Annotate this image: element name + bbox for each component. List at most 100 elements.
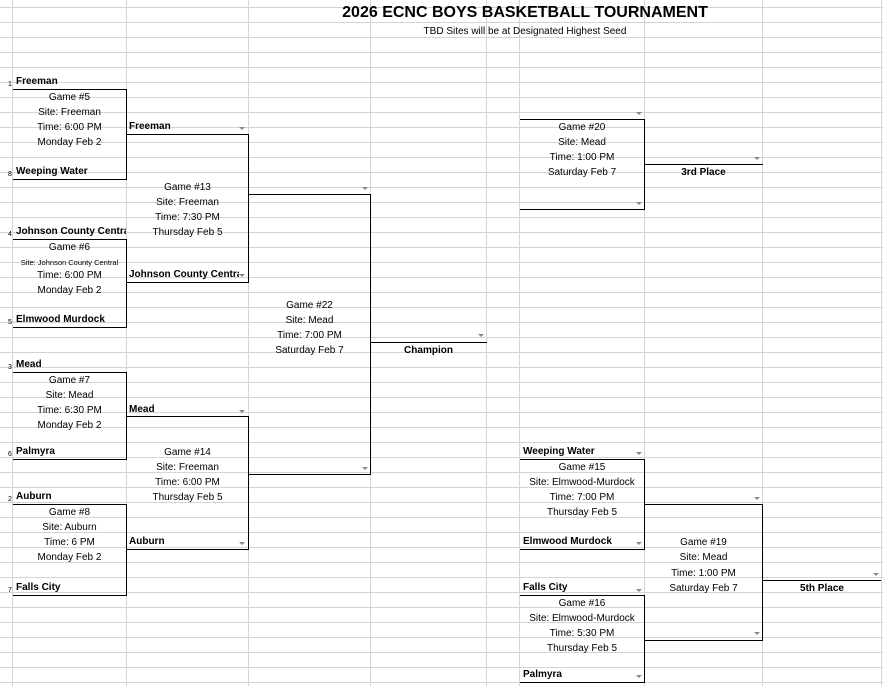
game-time: Time: 6:00 PM	[37, 122, 102, 133]
bracket-line	[520, 209, 645, 210]
game-site: Site: Freeman	[38, 107, 101, 118]
game-date: Thursday Feb 5	[152, 492, 223, 503]
seed-number: 2	[8, 496, 12, 503]
bracket-line	[13, 595, 127, 596]
winner-cell[interactable]: Mead	[129, 404, 155, 415]
dropdown-arrow-icon[interactable]	[636, 675, 642, 678]
winner-cell[interactable]: Auburn	[129, 536, 165, 547]
team-cell[interactable]: Weeping Water	[16, 166, 88, 177]
column-divider	[248, 0, 249, 686]
game-date: Saturday Feb 7	[275, 345, 344, 356]
dropdown-arrow-icon[interactable]	[239, 127, 245, 130]
seed-number: 5	[8, 319, 12, 326]
seed-number: 6	[8, 451, 12, 458]
bracket-line	[520, 459, 645, 460]
dropdown-arrow-icon[interactable]	[362, 187, 368, 190]
bracket-line	[248, 134, 249, 283]
game-date: Thursday Feb 5	[546, 507, 618, 518]
game-site: Site: Mead	[558, 137, 606, 148]
bracket-line	[520, 549, 645, 550]
game-date: Thursday Feb 5	[152, 227, 223, 238]
team-cell[interactable]: Johnson County Central	[16, 226, 126, 237]
dropdown-arrow-icon[interactable]	[636, 112, 642, 115]
dropdown-arrow-icon[interactable]	[873, 573, 879, 576]
game-time: Time: 6 PM	[44, 537, 95, 548]
bracket-line	[249, 194, 371, 195]
team-cell[interactable]: Falls City	[523, 582, 568, 593]
game-time: Time: 5:30 PM	[549, 628, 615, 639]
dropdown-arrow-icon[interactable]	[636, 589, 642, 592]
page-title: 2026 ECNC BOYS BASKETBALL TOURNAMENT	[342, 4, 708, 21]
team-cell[interactable]: Auburn	[16, 491, 52, 502]
team-cell[interactable]: Elmwood Murdock	[16, 314, 105, 325]
game-number: Game #6	[48, 242, 91, 253]
column-divider	[12, 0, 13, 686]
bracket-line	[13, 504, 127, 505]
fifth-place-label: 5th Place	[800, 583, 844, 594]
column-divider	[486, 0, 487, 686]
bracket-line	[13, 372, 127, 373]
dropdown-arrow-icon[interactable]	[239, 274, 245, 277]
seed-number: 4	[8, 231, 12, 238]
seed-number: 1	[8, 81, 12, 88]
column-divider	[519, 0, 520, 686]
game-number: Game #15	[558, 462, 606, 473]
team-cell[interactable]: Weeping Water	[523, 446, 595, 457]
bracket-line	[126, 89, 127, 180]
page-subtitle: TBD Sites will be at Designated Highest …	[423, 26, 627, 37]
game-site: Site: Freeman	[156, 197, 219, 208]
dropdown-arrow-icon[interactable]	[478, 334, 484, 337]
bracket-line	[13, 327, 127, 328]
bracket-line	[644, 119, 645, 210]
bracket-line	[520, 682, 645, 683]
game-number: Game #5	[48, 92, 91, 103]
team-cell[interactable]: Palmyra	[16, 446, 55, 457]
game-time: Time: 6:00 PM	[37, 270, 102, 281]
game-date: Monday Feb 2	[37, 552, 102, 563]
dropdown-arrow-icon[interactable]	[754, 157, 760, 160]
bracket-line	[13, 179, 127, 180]
champion-label: Champion	[404, 345, 453, 356]
dropdown-arrow-icon[interactable]	[754, 497, 760, 500]
bracket-line	[645, 164, 763, 165]
bracket-line	[127, 549, 249, 550]
bracket-line	[520, 595, 645, 596]
bracket-line	[520, 119, 645, 120]
game-date: Saturday Feb 7	[547, 167, 617, 178]
dropdown-arrow-icon[interactable]	[239, 542, 245, 545]
column-divider	[126, 0, 127, 686]
game-site: Site: Elmwood-Murdock	[529, 477, 635, 488]
game-number: Game #22	[286, 300, 333, 311]
game-date: Saturday Feb 7	[669, 583, 738, 594]
game-site: Site: Elmwood-Murdock	[529, 613, 635, 624]
winner-cell[interactable]: Freeman	[129, 121, 171, 132]
dropdown-arrow-icon[interactable]	[239, 410, 245, 413]
dropdown-arrow-icon[interactable]	[636, 202, 642, 205]
bracket-line	[249, 474, 371, 475]
dropdown-arrow-icon[interactable]	[754, 632, 760, 635]
dropdown-arrow-icon[interactable]	[636, 452, 642, 455]
team-cell[interactable]: Palmyra	[523, 669, 562, 680]
team-cell[interactable]: Elmwood Murdock	[523, 536, 612, 547]
game-time: Time: 6:00 PM	[155, 477, 220, 488]
bracket-line	[13, 459, 127, 460]
game-date: Thursday Feb 5	[546, 643, 618, 654]
game-time: Time: 1:00 PM	[671, 568, 736, 579]
dropdown-arrow-icon[interactable]	[636, 542, 642, 545]
bracket-line	[370, 194, 371, 475]
bracket-line	[127, 416, 249, 417]
team-cell[interactable]: Falls City	[16, 582, 61, 593]
team-cell[interactable]: Freeman	[16, 76, 58, 87]
bracket-line	[644, 459, 645, 550]
bracket-line	[645, 640, 763, 641]
team-cell[interactable]: Mead	[16, 359, 42, 370]
bracket-line	[762, 504, 763, 641]
game-time: Time: 6:30 PM	[37, 405, 102, 416]
dropdown-arrow-icon[interactable]	[362, 467, 368, 470]
game-date: Monday Feb 2	[37, 285, 102, 296]
game-number: Game #20	[558, 122, 606, 133]
winner-cell[interactable]: Johnson County Central	[129, 269, 239, 280]
bracket-line	[127, 282, 249, 283]
bracket-line	[13, 89, 127, 90]
